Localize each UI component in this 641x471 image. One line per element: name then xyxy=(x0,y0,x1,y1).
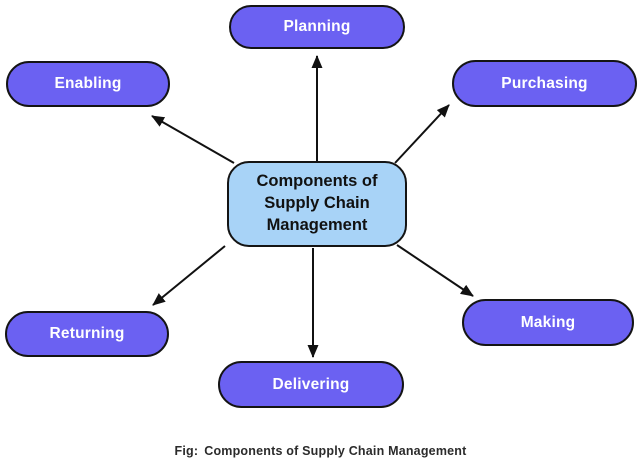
node-enabling: Enabling xyxy=(6,61,170,107)
center-node-label-line3: Management xyxy=(266,215,368,234)
arrow-center-to-enabling xyxy=(151,115,235,164)
center-node-label-line1: Components of xyxy=(256,172,378,191)
node-delivering: Delivering xyxy=(218,361,404,408)
node-returning: Returning xyxy=(5,311,169,357)
center-node: Components of Supply Chain Management xyxy=(227,161,407,247)
node-returning-label: Returning xyxy=(49,325,125,342)
arrow-center-to-returning xyxy=(152,245,226,306)
figure-caption: Fig: Components of Supply Chain Managemen… xyxy=(0,444,641,458)
node-making-label: Making xyxy=(520,313,576,331)
arrow-center-to-purchasing xyxy=(394,104,450,164)
node-making: Making xyxy=(462,299,634,346)
node-purchasing-label: Purchasing xyxy=(501,74,588,92)
node-delivering-label: Delivering xyxy=(272,375,350,393)
node-planning: Planning xyxy=(229,5,405,49)
node-enabling-label: Enabling xyxy=(54,75,122,92)
figure-caption-prefix: Fig: xyxy=(174,444,199,458)
node-planning-label: Planning xyxy=(283,18,351,35)
figure-caption-text: Components of Supply Chain Management xyxy=(204,444,467,458)
arrow-center-to-making xyxy=(396,244,474,297)
center-node-label-line2: Supply Chain xyxy=(264,194,370,213)
node-purchasing: Purchasing xyxy=(452,60,637,107)
